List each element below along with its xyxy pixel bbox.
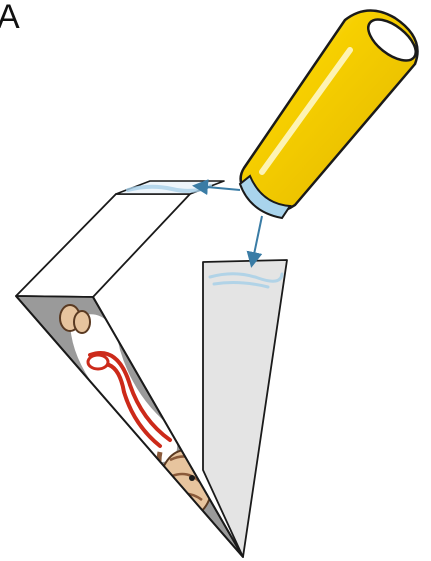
arrow-to-top-flap: [192, 179, 241, 196]
folded-card-icon: [15, 180, 288, 558]
cartoon-print-icon: [59, 304, 213, 523]
arrow-to-right-panel: [246, 215, 263, 268]
panel-letter: A: [0, 0, 20, 36]
glue-stick-icon: [238, 9, 419, 220]
glue-smear-right: [208, 272, 284, 289]
card-top-face: [15, 193, 191, 298]
